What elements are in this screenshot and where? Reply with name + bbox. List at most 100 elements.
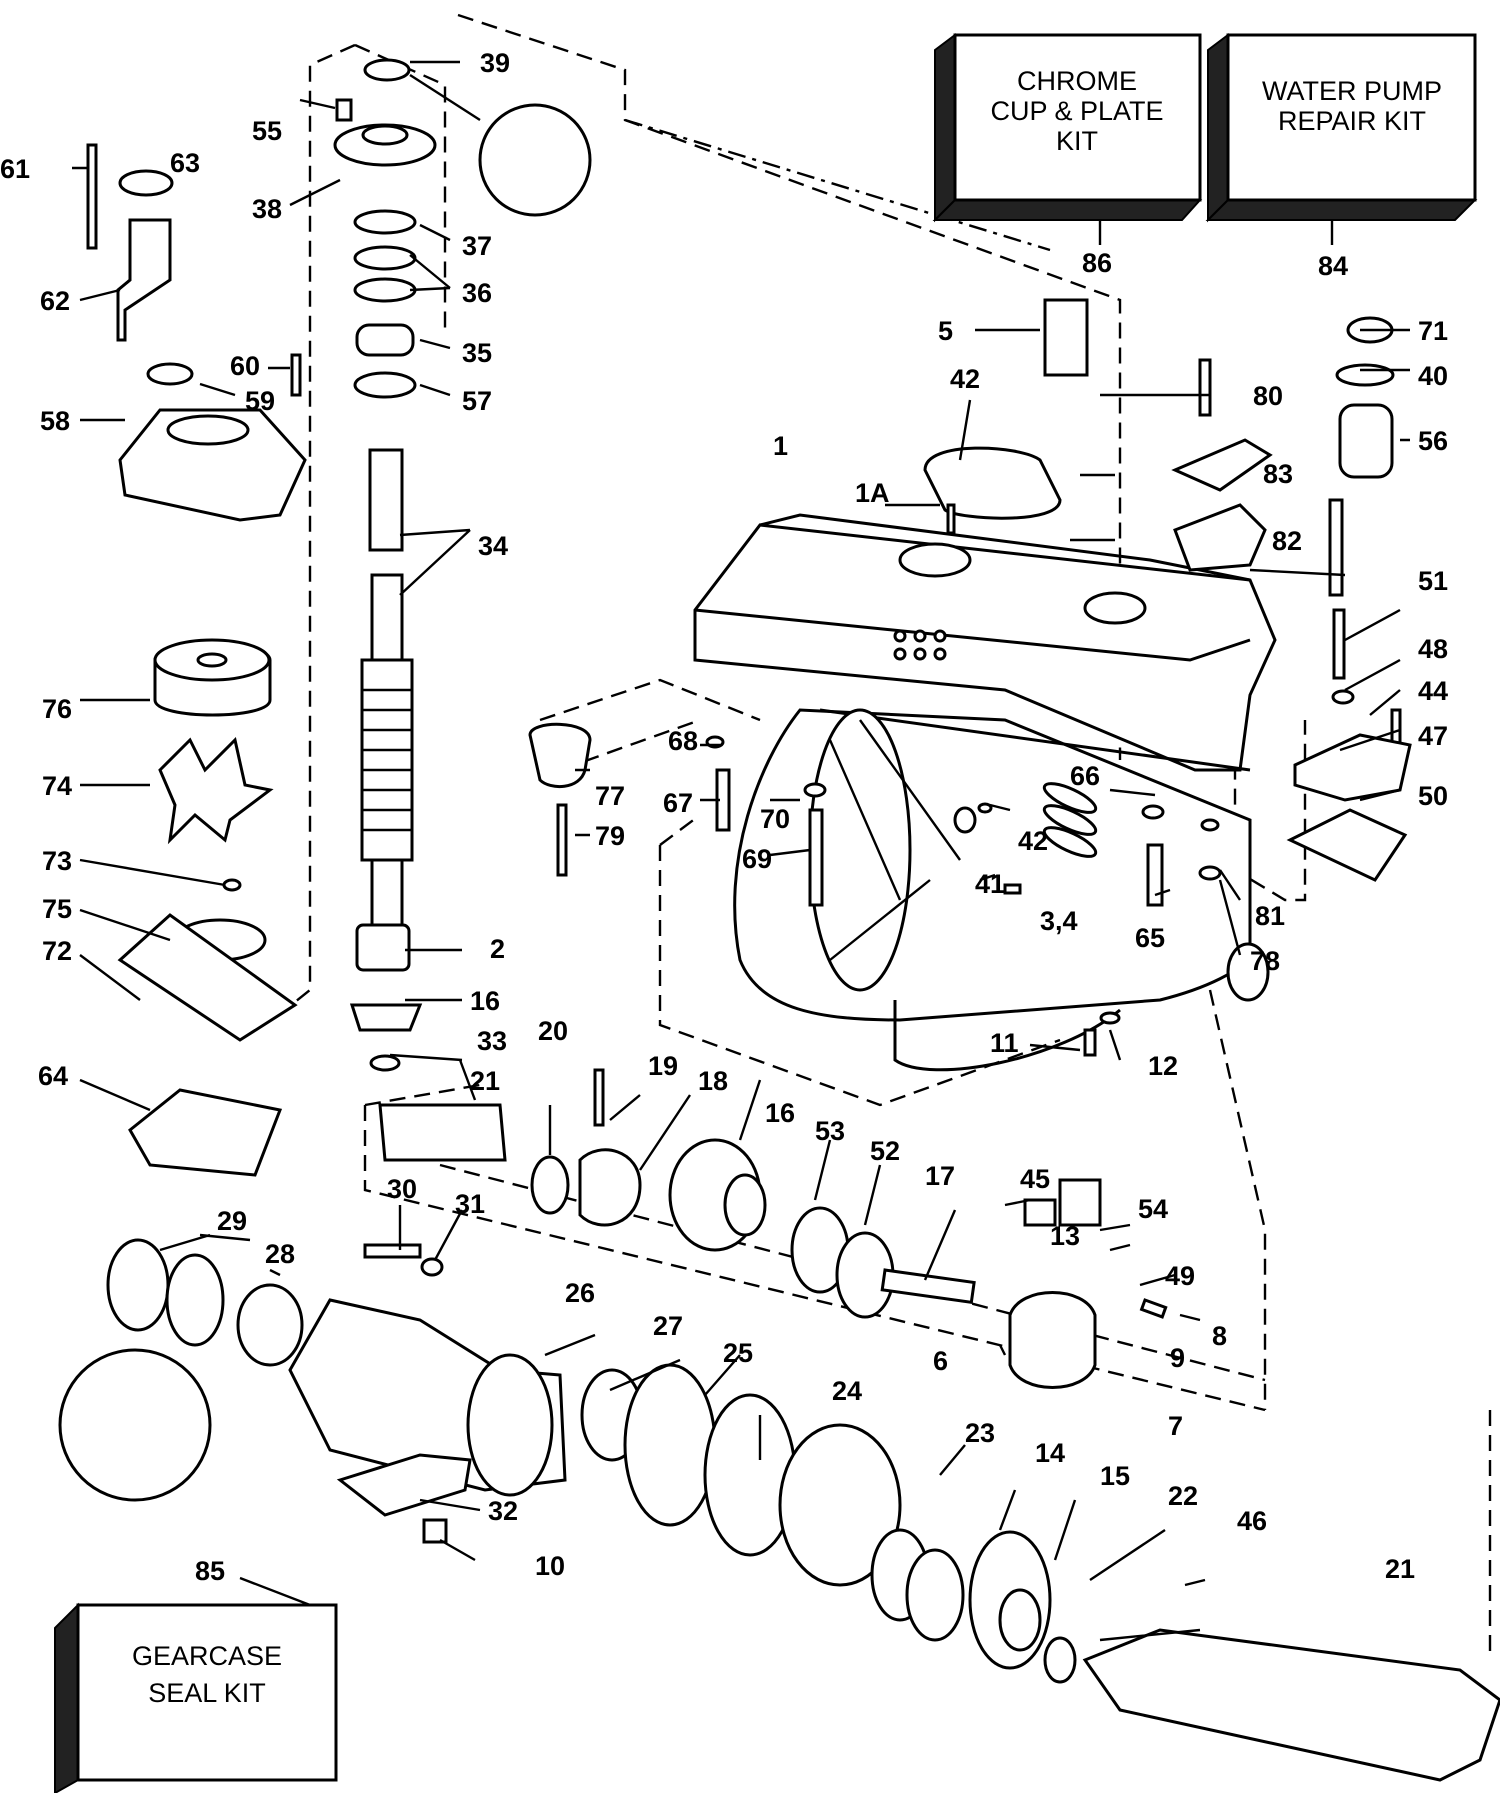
callout-78: 78 — [1250, 946, 1280, 976]
callout-1: 1 — [773, 431, 788, 461]
callout-73: 73 — [42, 846, 72, 876]
gearcase-housing — [693, 513, 1277, 1072]
callout-12: 12 — [1148, 1051, 1178, 1081]
callout-57: 57 — [462, 386, 492, 416]
callout-29: 29 — [217, 1206, 247, 1236]
callout-68: 68 — [668, 726, 698, 756]
callout-86: 86 — [1082, 248, 1112, 278]
seal-kit-line2: SEAL KIT — [148, 1678, 266, 1708]
callout-1A: 1A — [855, 478, 890, 508]
callout-37: 37 — [462, 231, 492, 261]
callout-75: 75 — [42, 894, 72, 924]
callout-22: 22 — [1168, 1481, 1198, 1511]
callout-13: 13 — [1050, 1221, 1080, 1251]
callout-35: 35 — [462, 338, 492, 368]
callout-36: 36 — [462, 278, 492, 308]
callout-47: 47 — [1418, 721, 1448, 751]
callout-20: 20 — [538, 1016, 568, 1046]
callout-60: 60 — [230, 351, 260, 381]
callout-28: 28 — [265, 1239, 295, 1269]
callout-67: 67 — [663, 788, 693, 818]
callout-64: 64 — [38, 1061, 68, 1091]
callout-70: 70 — [760, 804, 790, 834]
callout-81: 81 — [1255, 901, 1285, 931]
callout-7: 7 — [1168, 1411, 1183, 1441]
callout-17: 17 — [925, 1161, 955, 1191]
callout-15: 15 — [1100, 1461, 1130, 1491]
callout-32: 32 — [488, 1496, 518, 1526]
callout-8: 8 — [1212, 1321, 1227, 1351]
callout-16a: 16 — [470, 986, 500, 1016]
callout-11: 11 — [990, 1028, 1019, 1058]
callout-82: 82 — [1272, 526, 1302, 556]
callout-labels: 39 55 61 63 38 37 36 35 57 62 60 59 58 3… — [0, 48, 1448, 1586]
callout-30: 30 — [387, 1174, 417, 1204]
callout-21a: 21 — [470, 1066, 500, 1096]
kit-box-chrome: CHROME CUP & PLATE KIT — [932, 33, 1203, 245]
callout-21b: 21 — [1385, 1554, 1415, 1584]
callout-84: 84 — [1318, 251, 1348, 281]
callout-72: 72 — [42, 936, 72, 966]
callout-9: 9 — [1170, 1343, 1185, 1373]
callout-55: 55 — [252, 116, 282, 146]
callout-56: 56 — [1418, 426, 1448, 456]
callout-71: 71 — [1418, 316, 1448, 346]
callout-74: 74 — [42, 771, 72, 801]
callout-34: 34 — [478, 531, 508, 561]
seal-kit-line1: GEARCASE — [132, 1641, 282, 1671]
callout-40: 40 — [1418, 361, 1448, 391]
callout-39: 39 — [480, 48, 510, 78]
callout-33: 33 — [477, 1026, 507, 1056]
callout-58: 58 — [40, 406, 70, 436]
pump-kit-line2: REPAIR KIT — [1278, 106, 1426, 136]
callout-69: 69 — [742, 844, 772, 874]
kit-box-water-pump: WATER PUMP REPAIR KIT — [1205, 33, 1478, 245]
callout-19: 19 — [648, 1051, 678, 1081]
callout-31: 31 — [455, 1189, 485, 1219]
callout-14: 14 — [1035, 1438, 1065, 1468]
callout-51: 51 — [1418, 566, 1448, 596]
callout-44: 44 — [1418, 676, 1448, 706]
callout-18: 18 — [698, 1066, 728, 1096]
callout-61: 61 — [0, 154, 30, 184]
callout-66: 66 — [1070, 761, 1100, 791]
callout-5: 5 — [938, 316, 953, 346]
callout-46: 46 — [1237, 1506, 1267, 1536]
callout-85: 85 — [195, 1556, 225, 1586]
callout-63: 63 — [170, 148, 200, 178]
chrome-kit-line2: CUP & PLATE — [990, 96, 1163, 126]
callout-42a: 42 — [950, 364, 980, 394]
callout-50: 50 — [1418, 781, 1448, 811]
callout-10: 10 — [535, 1551, 565, 1581]
callout-77: 77 — [595, 781, 625, 811]
callout-53: 53 — [815, 1116, 845, 1146]
chrome-kit-line1: CHROME — [1017, 66, 1137, 96]
driveshaft-stack — [333, 58, 437, 1072]
pump-kit-line1: WATER PUMP — [1262, 76, 1442, 106]
leader-lines — [72, 60, 1410, 1642]
callout-6: 6 — [933, 1346, 948, 1376]
callout-80: 80 — [1253, 381, 1283, 411]
kit-box-gearcase-seal: GEARCASE SEAL KIT — [54, 1576, 338, 1793]
callout-52: 52 — [870, 1136, 900, 1166]
callout-3-4: 3,4 — [1040, 906, 1078, 936]
callout-83: 83 — [1263, 459, 1293, 489]
callout-45: 45 — [1020, 1164, 1050, 1194]
callout-41: 41 — [975, 869, 1005, 899]
callout-2: 2 — [490, 934, 505, 964]
callout-42b: 42 — [1018, 826, 1048, 856]
callout-23: 23 — [965, 1418, 995, 1448]
callout-59: 59 — [245, 386, 275, 416]
callout-38: 38 — [252, 194, 282, 224]
callout-54: 54 — [1138, 1194, 1168, 1224]
callout-24: 24 — [832, 1376, 862, 1406]
callout-27: 27 — [653, 1311, 683, 1341]
callout-48: 48 — [1418, 634, 1448, 664]
callout-16b: 16 — [765, 1098, 795, 1128]
callout-26: 26 — [565, 1278, 595, 1308]
callout-79: 79 — [595, 821, 625, 851]
callout-65: 65 — [1135, 923, 1165, 953]
callout-25: 25 — [723, 1338, 753, 1368]
callout-49: 49 — [1165, 1261, 1195, 1291]
